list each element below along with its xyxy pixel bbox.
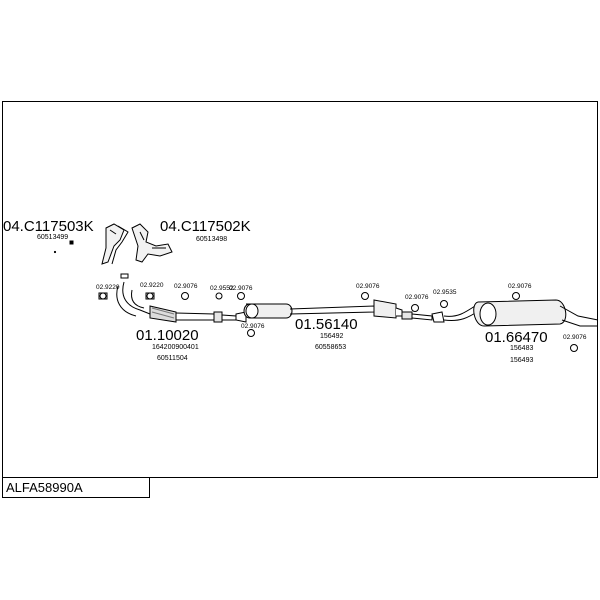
manifold-right-part [131, 223, 173, 263]
mount-part-7 [361, 292, 369, 300]
clamp-part-2 [145, 292, 155, 300]
manifold-left-part [53, 223, 129, 265]
manifold-left-oe: 60513499 [37, 234, 68, 241]
clamp-part-9 [440, 300, 448, 308]
mount-part-5 [237, 292, 245, 300]
mount-label-3: 02.9076 [174, 283, 198, 290]
rear-silencer-label: 01.66470 [485, 329, 548, 346]
manifold-left-label: 04.C117503K [3, 218, 94, 235]
rear-oe1: 156483 [510, 345, 533, 352]
mount-part-11 [570, 344, 578, 352]
model-code-box: ALFA58990A [2, 478, 150, 498]
mount-part-6 [247, 329, 255, 337]
clamp-label-1: 02.9220 [96, 284, 120, 291]
mount-label-5: 02.9076 [229, 285, 253, 292]
mount-part-8 [411, 304, 419, 312]
clamp-part-1 [98, 292, 108, 300]
manifold-right-label: 04.C117502K [160, 218, 251, 235]
rear-silencer-part [431, 299, 599, 327]
mount-label-6: 02.9076 [241, 323, 265, 330]
middle-oe1: 156492 [320, 333, 343, 340]
front-pipe-part [116, 273, 237, 323]
model-code: ALFA58990A [6, 480, 83, 495]
rear-oe2: 156493 [510, 357, 533, 364]
mount-part-4 [215, 292, 223, 300]
manifold-right-oe: 60513498 [196, 236, 227, 243]
clamp-label-2: 02.9220 [140, 282, 164, 289]
mount-label-7: 02.9076 [356, 283, 380, 290]
mount-label-10: 02.9076 [508, 283, 532, 290]
middle-silencer-label: 01.56140 [295, 316, 358, 333]
front-pipe-label: 01.10020 [136, 327, 199, 344]
front-pipe-oe1: 164200900401 [152, 344, 199, 351]
mount-label-8: 02.9076 [405, 294, 429, 301]
clamp-label-9: 02.9535 [433, 289, 457, 296]
front-pipe-oe2: 60511504 [157, 355, 188, 362]
mount-label-11: 02.9076 [563, 334, 587, 341]
diagram-frame [2, 101, 598, 478]
mount-label-4: 02.9552 [210, 285, 234, 292]
mount-part-3 [181, 292, 189, 300]
middle-oe2: 60558653 [315, 344, 346, 351]
mount-part-10 [512, 292, 520, 300]
middle-silencer-part [235, 299, 433, 323]
